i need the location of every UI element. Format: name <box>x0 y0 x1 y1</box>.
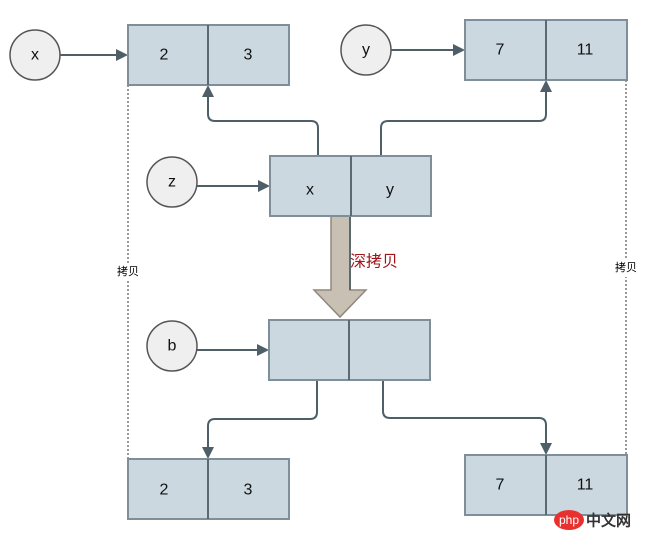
svg-text:2: 2 <box>160 47 169 64</box>
node-y: y <box>340 24 392 76</box>
watermark-logo: php 中文网 <box>554 510 631 530</box>
box-bottom-right: 7 11 <box>464 454 628 516</box>
b-right-ref <box>382 380 547 444</box>
svg-text:3: 3 <box>244 482 253 499</box>
svg-text:z: z <box>168 174 176 191</box>
box-b <box>268 319 431 381</box>
z-y-ref <box>380 91 547 156</box>
svg-text:x: x <box>31 47 39 64</box>
svg-text:11: 11 <box>577 477 594 494</box>
svg-text:7: 7 <box>496 477 505 494</box>
svg-text:中文网: 中文网 <box>586 512 631 530</box>
svg-text:php: php <box>559 513 579 527</box>
z-x-ref <box>207 96 319 156</box>
svg-text:7: 7 <box>496 42 505 59</box>
copy-label-right: 拷贝 <box>615 260 637 274</box>
svg-text:y: y <box>362 42 370 59</box>
svg-text:x: x <box>306 182 314 199</box>
svg-text:3: 3 <box>244 47 253 64</box>
node-z: z <box>146 156 198 208</box>
deep-copy-label: 深拷贝 <box>350 253 398 271</box>
svg-text:2: 2 <box>160 482 169 499</box>
node-b: b <box>146 320 198 372</box>
box-top-right: 7 11 <box>464 19 628 81</box>
b-left-ref <box>207 380 318 448</box>
svg-text:11: 11 <box>577 42 594 59</box>
svg-text:b: b <box>168 338 177 355</box>
copy-label-left: 拷贝 <box>117 264 139 278</box>
node-x: x <box>9 29 61 81</box>
svg-text:y: y <box>386 182 394 199</box>
